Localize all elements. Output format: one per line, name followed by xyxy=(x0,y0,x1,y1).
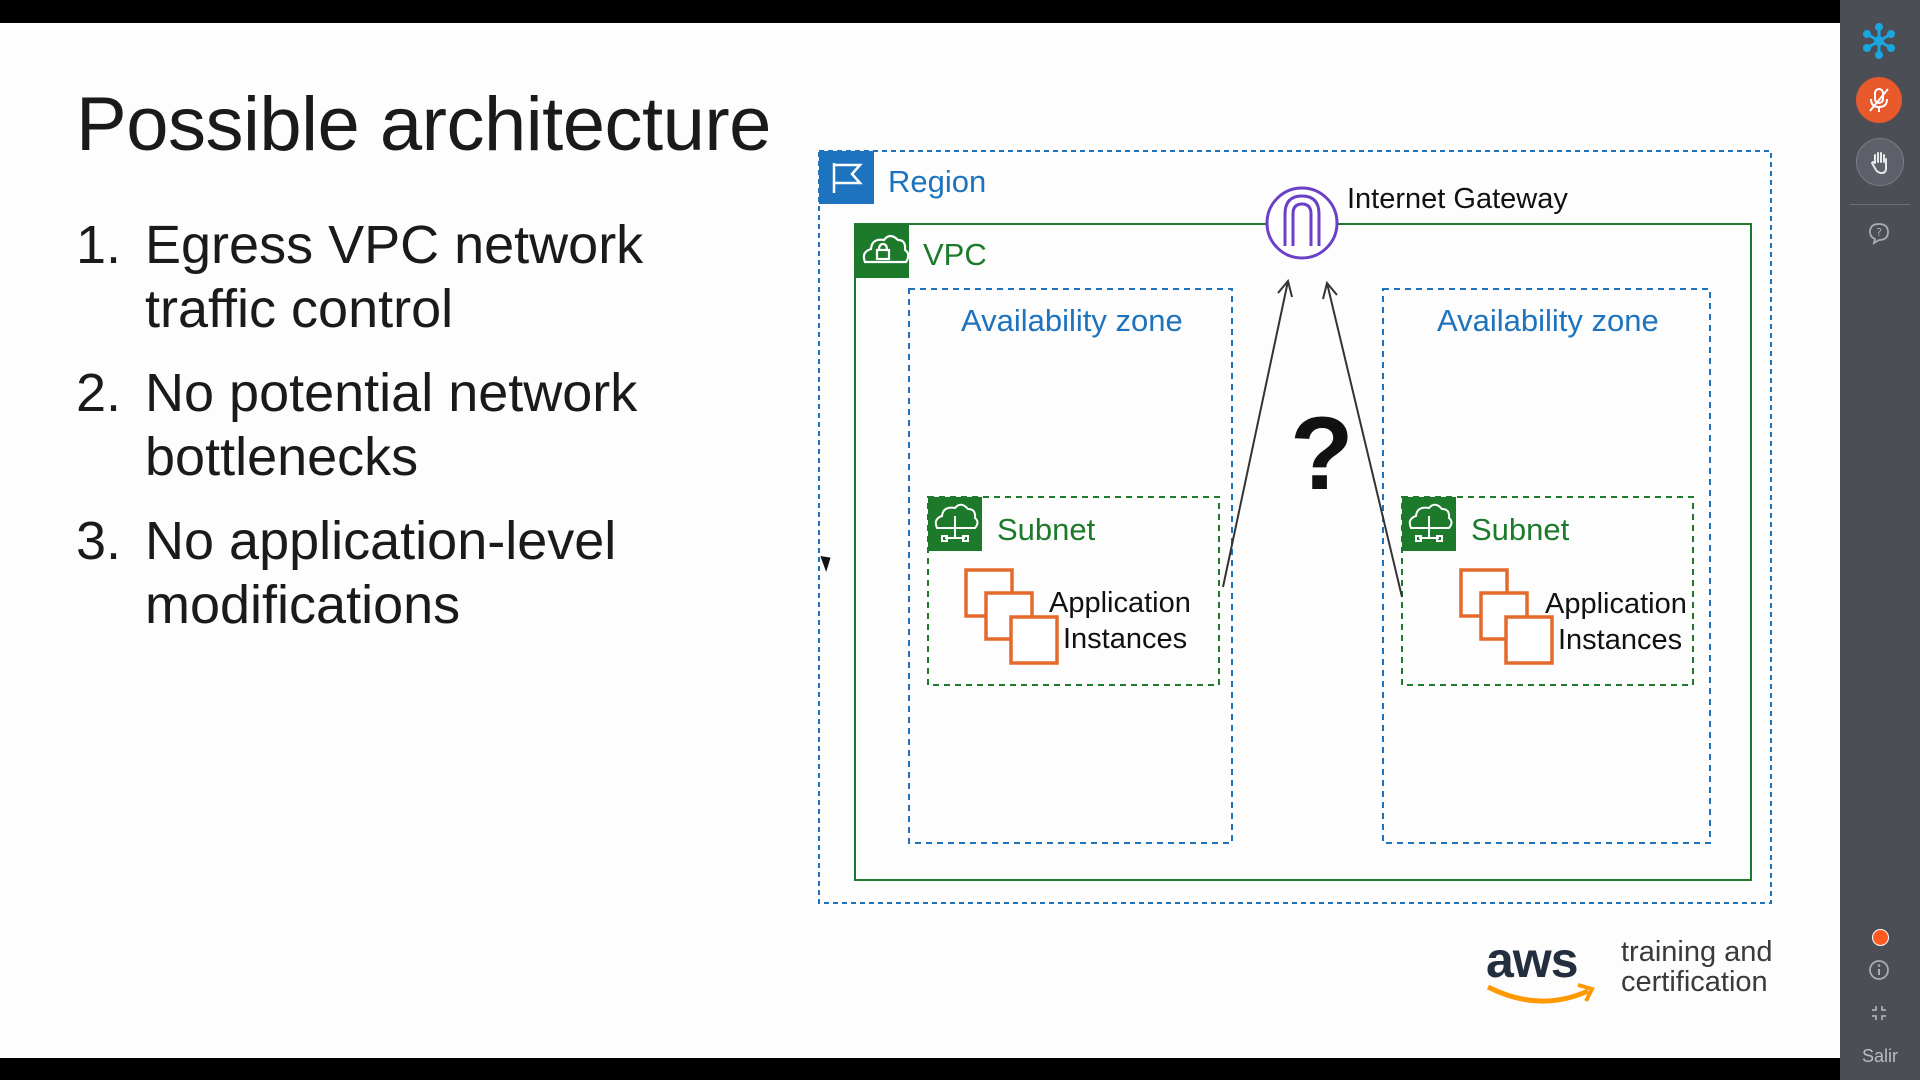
instances-left-icon xyxy=(964,568,1059,665)
recording-indicator-icon xyxy=(1872,929,1889,946)
subnet-right-label: Subnet xyxy=(1471,512,1570,547)
list-item: 1. Egress VPC network traffic control xyxy=(76,213,776,341)
list-item-text: No potential network bottlenecks xyxy=(145,363,638,487)
internet-gateway-arch xyxy=(1283,194,1321,246)
architecture-diagram xyxy=(818,150,1772,904)
aws-tagline-line1: training and xyxy=(1621,936,1773,968)
region-icon-bg xyxy=(819,151,874,204)
microphone-icon xyxy=(1869,88,1889,112)
logo-icon[interactable] xyxy=(1856,18,1902,64)
list-item-text: No application-level modifications xyxy=(145,511,617,635)
meeting-sidebar: ? Salir xyxy=(1840,0,1920,1080)
bottom-letterbox xyxy=(0,1058,1840,1080)
az-left-boundary xyxy=(908,288,1233,844)
microphone-button[interactable] xyxy=(1856,77,1902,123)
info-icon xyxy=(1869,960,1889,980)
slide-title: Possible architecture xyxy=(76,82,771,167)
internet-gateway-icon xyxy=(1265,186,1339,260)
help-button[interactable]: ? xyxy=(1856,210,1902,256)
list-item-text: Egress VPC network traffic control xyxy=(145,215,644,339)
az-left-label: Availability zone xyxy=(961,303,1183,338)
list-item-number: 2. xyxy=(76,363,122,423)
az-right-boundary xyxy=(1382,288,1711,844)
subnet-left-boundary xyxy=(927,496,1220,686)
region-label: Region xyxy=(888,164,987,199)
cloud-lock-icon xyxy=(862,234,910,264)
aws-tagline: training and certification xyxy=(1621,937,1773,997)
help-icon: ? xyxy=(1869,223,1889,245)
slide-bullet-list: 1. Egress VPC network traffic control 2.… xyxy=(76,213,776,657)
question-mark: ? xyxy=(1290,396,1354,512)
collapse-button[interactable] xyxy=(1856,990,1902,1036)
presentation-slide: Possible architecture 1. Egress VPC netw… xyxy=(0,23,1840,1058)
vpc-label: VPC xyxy=(923,237,987,272)
aws-smile-icon xyxy=(1486,983,1595,1004)
raise-hand-button[interactable] xyxy=(1856,138,1904,186)
subnet-right-boundary xyxy=(1401,496,1694,686)
flag-icon xyxy=(832,163,863,193)
collapse-icon xyxy=(1872,1006,1886,1020)
info-button[interactable] xyxy=(1856,947,1902,993)
list-item: 3. No application-level modifications xyxy=(76,509,776,637)
exit-button[interactable]: Salir xyxy=(1861,1046,1898,1066)
svg-text:?: ? xyxy=(1876,226,1882,239)
instances-left-line2: Instances xyxy=(1063,623,1188,655)
top-letterbox xyxy=(0,0,1840,23)
subnet-right-icon xyxy=(1408,503,1453,542)
list-item: 2. No potential network bottlenecks xyxy=(76,361,776,489)
list-item-number: 3. xyxy=(76,511,122,571)
subnet-left-icon xyxy=(934,503,979,542)
az-right-label: Availability zone xyxy=(1437,303,1659,338)
subnet-left-label: Subnet xyxy=(997,512,1096,547)
instances-right-line1: Application xyxy=(1545,588,1687,620)
aws-logo: aws xyxy=(1486,932,1595,1004)
arrow-right xyxy=(1322,280,1403,598)
arrow-left xyxy=(1222,278,1293,588)
instances-right-line2: Instances xyxy=(1558,624,1683,656)
instances-left-line1: Application xyxy=(1049,587,1191,619)
list-item-number: 1. xyxy=(76,215,122,275)
sidebar-divider xyxy=(1850,204,1910,205)
internet-gateway-label: Internet Gateway xyxy=(1347,183,1568,215)
aws-tagline-line2: certification xyxy=(1621,966,1768,998)
raise-hand-icon xyxy=(1870,152,1887,174)
region-boundary xyxy=(818,150,1772,904)
instances-right-icon xyxy=(1459,568,1554,665)
aws-logo-text: aws xyxy=(1486,932,1579,988)
